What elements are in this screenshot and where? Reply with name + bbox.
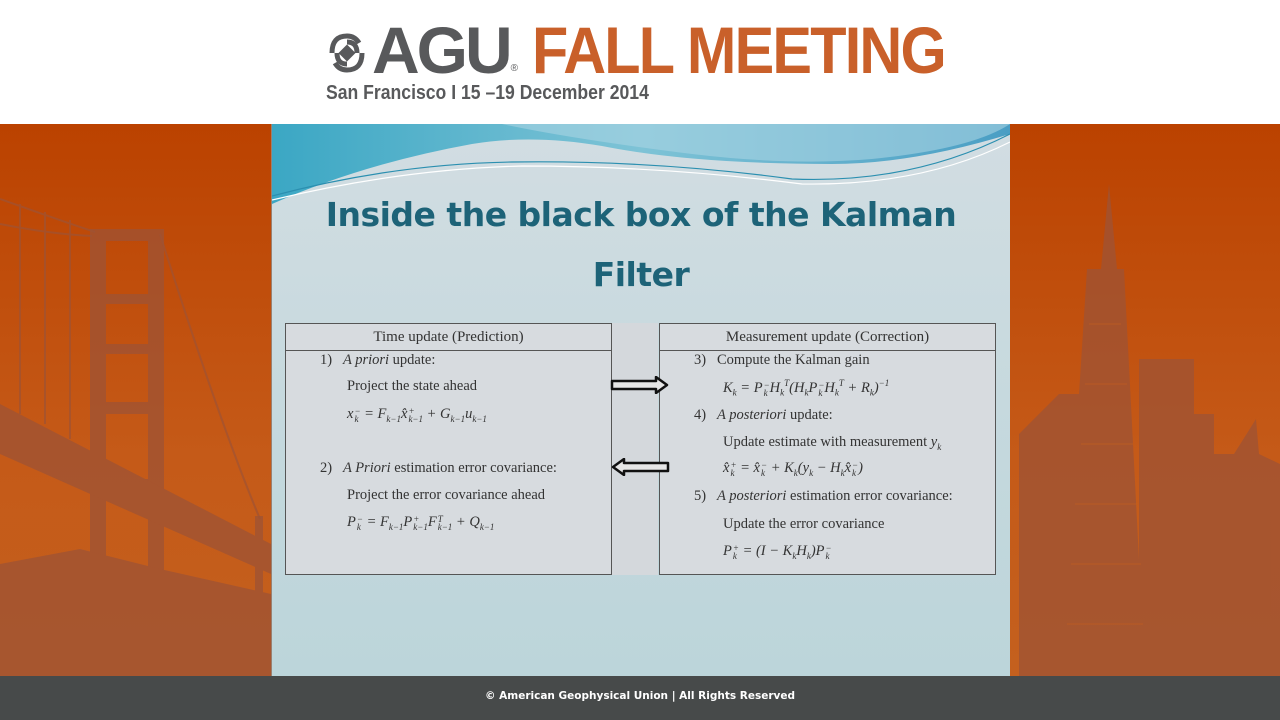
presentation-slide: Inside the black box of the Kalman Filte… <box>271 124 1010 676</box>
arrow-left-icon <box>611 458 670 476</box>
agu-logo: AGU ® FALL MEETING <box>324 13 991 87</box>
step-2-desc: Project the error covariance ahead <box>347 487 546 503</box>
step-label-rest: estimation error covariance: <box>390 460 557 476</box>
copyright-text: © American Geophysical Union | All Right… <box>484 690 796 702</box>
step-4-desc: Update estimate with measurement yk <box>723 434 941 452</box>
step-desc-sub: k <box>937 441 942 452</box>
step-label-italic: A posteriori <box>716 488 787 504</box>
left-decorative-panel <box>0 124 271 676</box>
step-4-label: 4) A posteriori update: <box>694 407 833 424</box>
step-number: 3) <box>694 352 707 368</box>
step-label-rest: estimation error covariance: <box>786 488 953 504</box>
step-desc-text: Update estimate with measurement <box>723 434 931 450</box>
step-2-label: 2) A Priori estimation error covariance: <box>320 460 557 477</box>
time-update-box: Time update (Prediction) 1) A priori upd… <box>285 323 612 575</box>
event-title: FALL MEETING <box>532 13 947 87</box>
step-label-rest: update: <box>786 407 833 423</box>
time-update-heading: Time update (Prediction) <box>286 324 611 351</box>
slide-title: Inside the black box of the Kalman Filte… <box>272 196 1010 294</box>
step-label-italic: A Priori <box>342 460 391 476</box>
slide-title-line2: Filter <box>592 255 690 294</box>
copyright-footer: © American Geophysical Union | All Right… <box>0 676 1280 720</box>
covariance-update-equation: P+k = (I − KkHk)P−k <box>723 542 832 561</box>
measurement-update-heading: Measurement update (Correction) <box>660 324 995 351</box>
step-number: 2) <box>320 460 333 476</box>
slide-title-line1: Inside the black box of the Kalman <box>325 195 957 234</box>
step-number: 5) <box>694 488 707 504</box>
step-1-label: 1) A priori update: <box>320 352 435 369</box>
agu-wordmark: AGU <box>372 13 513 87</box>
step-label-italic: A priori <box>342 352 390 368</box>
step-1-desc: Project the state ahead <box>347 378 478 394</box>
step-number: 1) <box>320 352 333 368</box>
conference-header: AGU ® FALL MEETING San Francisco I 15 –1… <box>0 0 1280 124</box>
slide-wave-decoration <box>272 124 1010 204</box>
measurement-update-box: Measurement update (Correction) 3) Compu… <box>659 323 996 575</box>
arrow-gap <box>612 323 658 575</box>
agu-swirl-icon <box>329 33 365 73</box>
state-prediction-equation: x−k = Fk−1x̂+k−1 + Gk−1uk−1 <box>347 405 487 424</box>
arrow-right-icon <box>610 376 669 394</box>
state-update-equation: x̂+k = x̂−k + Kk(yk − Hkx̂−k) <box>723 459 863 478</box>
step-label: Compute the Kalman gain <box>716 352 870 368</box>
san-francisco-skyline-silhouette <box>1019 184 1280 676</box>
step-3-label: 3) Compute the Kalman gain <box>694 352 870 369</box>
step-desc-var: y <box>930 434 938 450</box>
right-decorative-panel <box>1009 124 1280 676</box>
event-location-dates: San Francisco I 15 –19 December 2014 <box>326 82 649 104</box>
step-label-italic: A posteriori <box>716 407 787 423</box>
registered-mark: ® <box>510 63 519 74</box>
golden-gate-bridge-silhouette <box>0 198 271 676</box>
step-5-desc: Update the error covariance <box>723 516 885 532</box>
step-number: 4) <box>694 407 707 423</box>
step-label-rest: update: <box>389 352 436 368</box>
step-5-label: 5) A posteriori estimation error covaria… <box>694 488 953 505</box>
